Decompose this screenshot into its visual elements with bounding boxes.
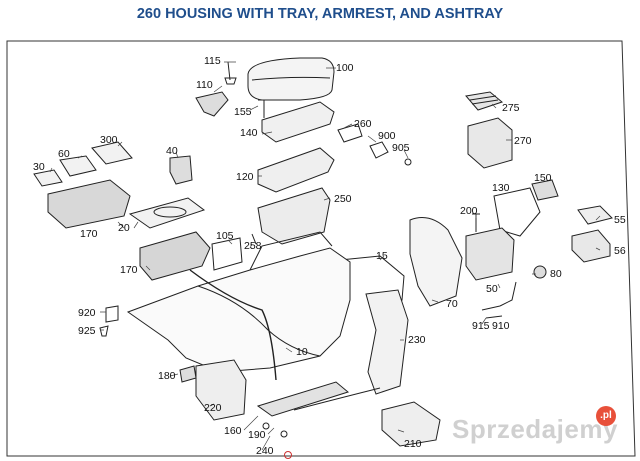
clip-925	[99, 325, 109, 337]
label-40: 40	[166, 145, 178, 157]
unit-50	[465, 227, 515, 281]
label-30: 30	[33, 161, 45, 173]
clip-part	[337, 123, 363, 143]
label-250: 250	[334, 193, 352, 205]
trim-56	[571, 229, 611, 263]
base-210	[381, 401, 441, 447]
hinge-part	[195, 91, 229, 117]
watermark-logo: .pl	[596, 406, 616, 426]
label-275: 275	[502, 102, 520, 114]
clip-part-2	[369, 141, 389, 159]
label-80: 80	[550, 268, 562, 280]
label-920: 920	[78, 307, 96, 319]
part-105	[211, 237, 243, 271]
label-56: 56	[614, 245, 626, 257]
nut-180	[179, 365, 197, 383]
screw-part	[258, 99, 270, 118]
console-insert-170b	[139, 231, 211, 281]
bracket-230	[365, 289, 409, 395]
label-110: 110	[196, 79, 213, 91]
label-55: 55	[614, 214, 626, 226]
label-15: 15	[376, 250, 388, 262]
tray-120-part	[257, 147, 335, 193]
label-105: 105	[216, 230, 234, 242]
label-300: 300	[100, 134, 118, 146]
label-160: 160	[224, 425, 242, 437]
armrest-lid-part	[247, 57, 335, 101]
label-925: 925	[78, 325, 96, 337]
cover-150	[531, 179, 559, 201]
tray-part	[261, 101, 335, 143]
clip-920	[105, 305, 119, 323]
watermark: Sprzedajemy	[452, 414, 618, 444]
bracket-130	[493, 187, 541, 237]
label-210: 210	[404, 438, 422, 450]
label-60: 60	[58, 148, 70, 160]
leader-lines	[49, 61, 601, 451]
label-120: 120	[236, 171, 254, 183]
ashtray-box-part	[467, 117, 513, 169]
label-260: 260	[354, 118, 372, 130]
label-140: 140	[240, 127, 258, 139]
storage-box-part	[257, 187, 331, 245]
console-insert-170	[47, 179, 131, 229]
label-220: 220	[204, 402, 222, 414]
main-housing-10	[126, 247, 351, 373]
switch-80	[533, 265, 547, 279]
panel-30	[33, 169, 63, 187]
label-100: 100	[336, 62, 354, 74]
label-170-lower: 170	[120, 264, 138, 276]
label-115: 115	[204, 55, 221, 67]
pin-part	[224, 61, 237, 85]
diagram-title: 260 HOUSING WITH TRAY, ARMREST, AND ASHT…	[136, 6, 504, 22]
cable-part	[189, 269, 277, 381]
label-900: 900	[378, 130, 396, 142]
label-270: 270	[514, 135, 532, 147]
marker-ring	[284, 451, 292, 459]
label-130: 130	[492, 182, 510, 194]
panel-60	[59, 155, 97, 177]
label-150: 150	[534, 172, 552, 184]
label-915: 915	[472, 320, 490, 332]
bracket-220	[195, 359, 247, 421]
insert-20	[128, 197, 206, 229]
label-20: 20	[118, 222, 130, 234]
ashtray-grille-part	[465, 91, 504, 111]
side-panel-70	[409, 217, 463, 307]
bracket-part	[169, 155, 193, 185]
label-10: 10	[296, 346, 308, 358]
label-180: 180	[158, 370, 176, 382]
cable-rail-part	[293, 387, 381, 411]
label-50: 50	[486, 283, 498, 295]
label-905: 905	[392, 142, 410, 154]
connector-910	[481, 281, 517, 319]
label-190: 190	[248, 429, 266, 441]
label-910: 910	[492, 320, 510, 332]
label-70: 70	[446, 298, 458, 310]
label-155: 155	[234, 106, 252, 118]
label-240: 240	[256, 445, 274, 457]
label-258: 258	[244, 240, 262, 252]
label-200: 200	[460, 205, 478, 217]
panel-300	[91, 141, 133, 165]
trim-55	[577, 205, 613, 225]
rail-part	[256, 381, 350, 417]
diagram-frame	[6, 40, 636, 457]
label-230: 230	[408, 334, 426, 346]
label-170-upper: 170	[80, 228, 98, 240]
